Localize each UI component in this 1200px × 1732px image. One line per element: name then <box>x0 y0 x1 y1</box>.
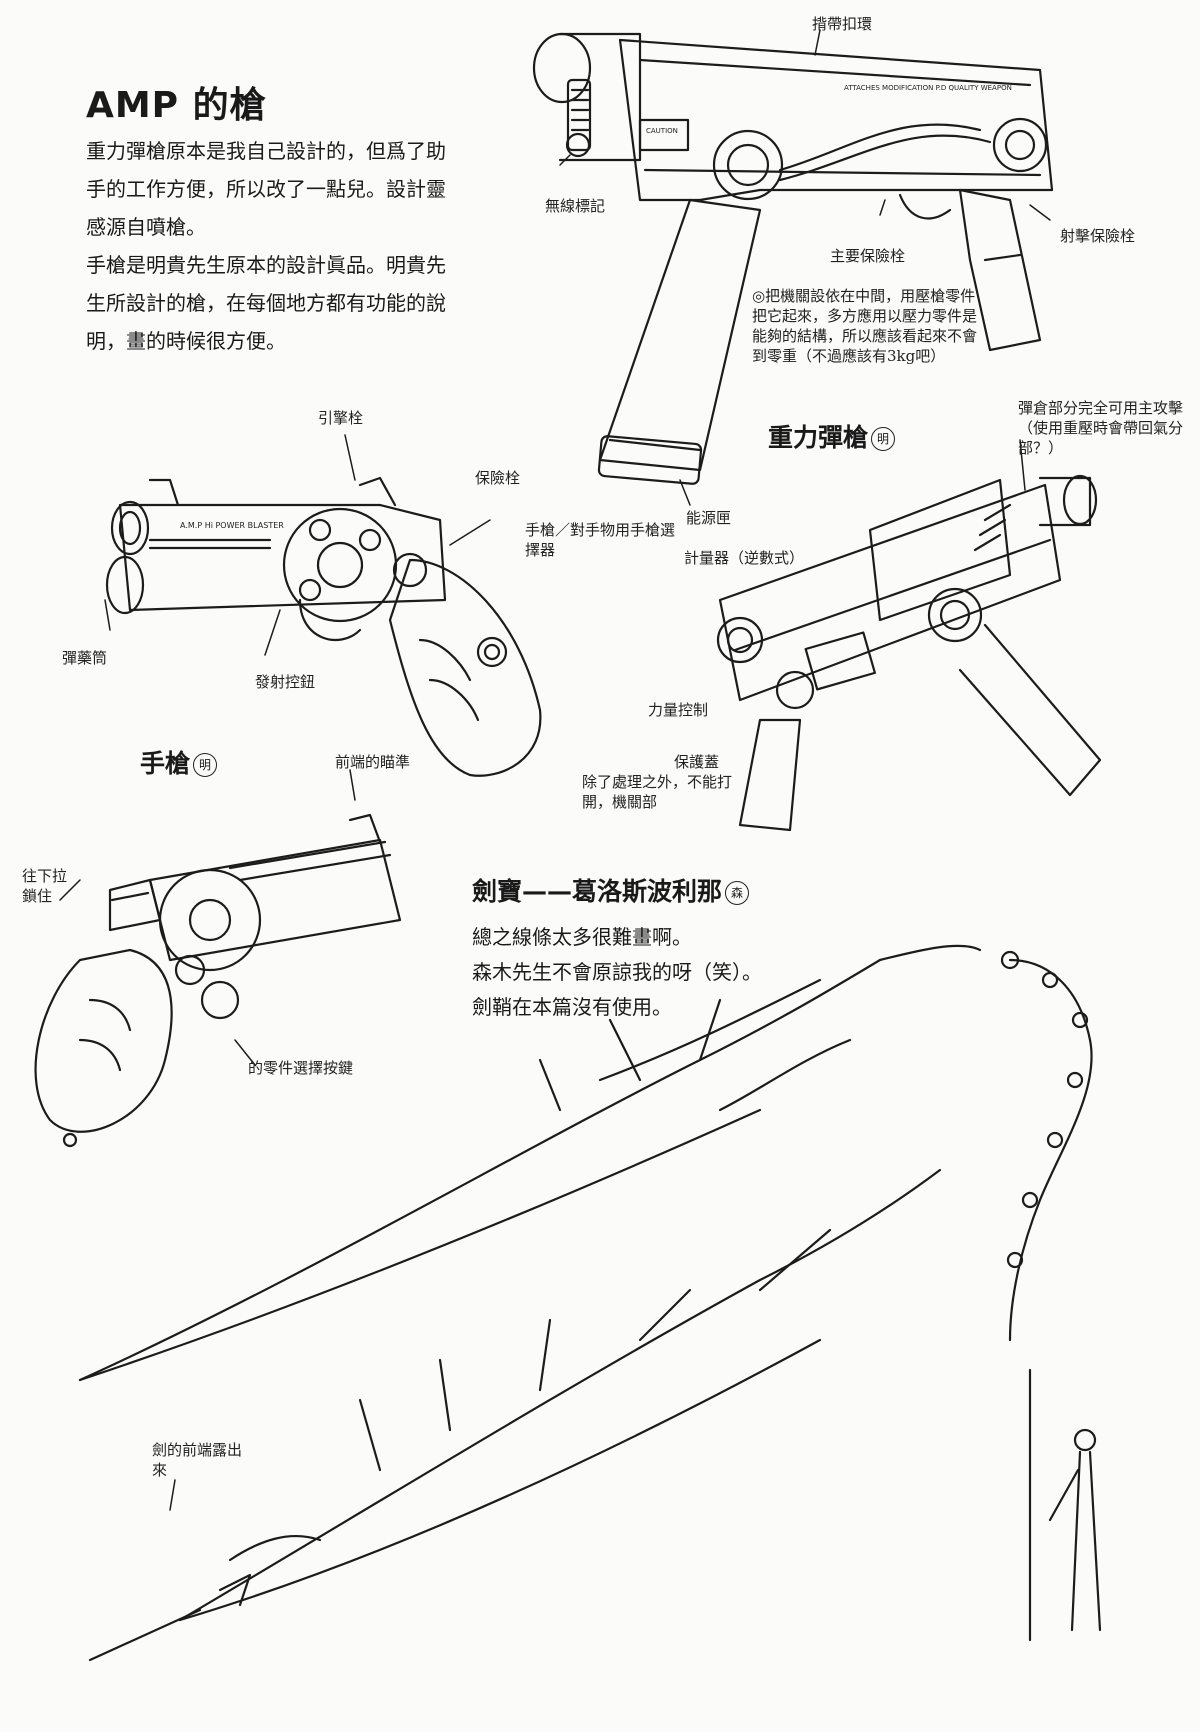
label-sword-tip: 劍的前端露出來 <box>152 1441 243 1479</box>
label-recoil-safety: 射擊保險栓 <box>1060 227 1136 245</box>
label-release: 發射控鈕 <box>255 673 316 691</box>
label-cover-note: 除了處理之外，不能打開，機關部 <box>582 773 733 811</box>
label-lock: 往下拉鎖住 <box>22 867 68 905</box>
label-front-sight: 前端的瞄準 <box>335 753 411 771</box>
gravity-gun-title: 重力彈槍 <box>768 423 869 452</box>
sword-drawing <box>78 944 1102 1662</box>
intro-line: 手槍是明貴先生原本的設計眞品。明貴先 <box>86 253 446 277</box>
intro-line: 感源自噴槍。 <box>86 215 206 239</box>
label-parts-selector: 的零件選擇按鍵 <box>248 1059 354 1077</box>
intro-line: 重力彈槍原本是我自己設計的，但爲了助 <box>86 139 446 163</box>
sword-line: 劍鞘在本篇沒有使用。 <box>472 995 672 1019</box>
sword-line: 總之線條太多很難畫啊。 <box>472 925 692 949</box>
pistol-bottom-drawing <box>34 813 402 1148</box>
gravity-gun-bottom-drawing <box>716 474 1102 832</box>
label-magazine: 能源匣 <box>686 509 732 527</box>
sword-line: 森木先生不會原諒我的呀（笑）。 <box>472 960 762 984</box>
label-cover: 保護蓋 <box>674 753 720 771</box>
intro-line: 手的工作方便，所以改了一點兒。設計靈 <box>86 177 446 201</box>
credit-badge: 森 <box>725 881 750 905</box>
intro-line: 明，畫的時候很方便。 <box>86 329 286 353</box>
gravity-gun-caption: 重力彈槍明 <box>768 418 896 454</box>
sword-title: 劍寶——葛洛斯波利那 <box>472 877 723 906</box>
label-ammo-note: 彈倉部分完全可用主攻擊（使用重壓時會帶回氣分部？） <box>1018 399 1184 457</box>
label-pistol-safety: 保險栓 <box>475 469 521 487</box>
side-marking: ATTACHES MODIFICATION P.D QUALITY WEAPON <box>844 84 1012 92</box>
credit-badge: 明 <box>871 427 896 451</box>
label-design-note: ◎把機關設依在中間，用壓槍零件把它起來，多方應用以壓力零件是能夠的結構，所以應該… <box>752 287 978 365</box>
pistol-title: 手槍 <box>140 749 191 778</box>
pistol-caption: 手槍明 <box>140 744 218 780</box>
pistol-top-drawing: A.M.P Hi POWER BLASTER <box>105 476 542 777</box>
label-hammer: 引擎栓 <box>318 409 364 427</box>
label-strap-pin: 揹帶扣環 <box>812 15 873 33</box>
page-title: AMP 的槍 <box>86 85 267 126</box>
sword-caption: 劍寶——葛洛斯波利那森 <box>472 872 750 908</box>
label-meter: 計量器（逆數式） <box>684 549 805 567</box>
pistol-brand-text: A.M.P Hi POWER BLASTER <box>180 521 284 530</box>
credit-badge: 明 <box>193 753 218 777</box>
label-cylinder: 彈藥筒 <box>62 649 108 667</box>
annotation-arrows <box>59 29 1051 1511</box>
label-main-safety: 主要保險栓 <box>830 247 906 265</box>
caution-plate: CAUTION <box>646 127 678 135</box>
gravity-gun-top-drawing: ATTACHES MODIFICATION P.D QUALITY WEAPON… <box>532 32 1054 485</box>
label-mode-selector: 手槍／對手物用手槍選擇器 <box>525 521 676 559</box>
sword-description: 總之線條太多很難畫啊。 森木先生不會原諒我的呀（笑）。 劍鞘在本篇沒有使用。 <box>472 920 762 1025</box>
intro-line: 生所設計的槍，在每個地方都有功能的說 <box>86 291 446 315</box>
label-marking: 無線標記 <box>545 197 606 215</box>
label-power-switch: 力量控制 <box>648 701 709 719</box>
intro-text: 重力彈槍原本是我自己設計的，但爲了助 手的工作方便，所以改了一點兒。設計靈 感源… <box>86 132 516 360</box>
